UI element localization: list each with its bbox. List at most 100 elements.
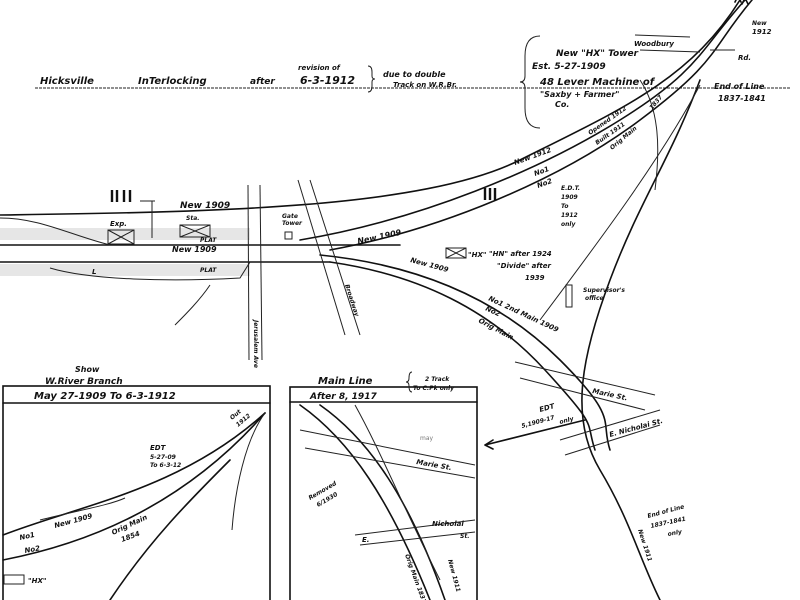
- label-edt: EDT: [538, 402, 556, 414]
- title-subject: InTerlocking: [138, 76, 207, 87]
- edt-5: only: [561, 221, 576, 228]
- inset-branch-frame: [2, 385, 271, 600]
- track-no1: [299, 0, 746, 241]
- supervisor-office-icon: [565, 284, 573, 308]
- inset-branch-period: May 27-1909 To 6-3-1912: [34, 391, 176, 402]
- inset-branch-edt-2: 5-27-09: [150, 454, 176, 461]
- inset-main-note-1: 2 Track: [425, 376, 450, 383]
- edt-1: E.D.T.: [561, 185, 580, 192]
- title-reason-1: due to double: [383, 70, 446, 79]
- label-plat-upper: PLAT: [200, 237, 217, 244]
- spur: [174, 284, 211, 326]
- arrow-icon: [734, 0, 749, 5]
- road-woodbury: [639, 49, 701, 53]
- inset-main-frame: [289, 386, 478, 600]
- title-reason-2: Track on W.R.Br.: [393, 81, 457, 89]
- tower-note-2: Est. 5-27-1909: [532, 62, 606, 72]
- brace: [519, 35, 541, 129]
- label-edt-years: 5,1909-17: [521, 414, 556, 430]
- street-jerusalem: [247, 184, 250, 361]
- tower-note-1: New "HX" Tower: [556, 49, 639, 59]
- track-spur: [539, 84, 701, 321]
- siding: [0, 217, 111, 246]
- label-office: office: [585, 295, 604, 302]
- label-new-1909: New 1909: [409, 256, 449, 274]
- inset-branch-edt-1: EDT: [150, 444, 167, 452]
- inset-main-orig: Orig Main 1837: [403, 553, 428, 600]
- inset-track-stub: [231, 412, 266, 531]
- label-gate: Gate: [282, 213, 298, 220]
- inset-track-2: [319, 404, 446, 600]
- label-no2: No2: [536, 177, 553, 190]
- road-woodbury: [634, 34, 691, 38]
- inset-branch-no1: No1: [19, 531, 36, 542]
- street-marie: [514, 361, 656, 396]
- label-broadway: Broadway: [343, 283, 360, 318]
- inset-track-no2: [2, 412, 266, 561]
- street-broadway: [297, 179, 346, 336]
- inset-branch-show: Show: [75, 365, 100, 374]
- inset-branch-hx: "HX": [28, 577, 47, 585]
- label-new: New: [752, 20, 767, 27]
- track-new-1909-branch: [319, 254, 611, 451]
- inset-track-orig: [109, 459, 231, 600]
- inset-main-title: Main Line: [318, 376, 373, 387]
- inset-main-e: E.: [362, 536, 369, 544]
- label-supervisor: Supervisor's: [583, 287, 625, 294]
- label-rd: Rd.: [738, 54, 751, 62]
- label-edt-only: only: [559, 415, 576, 426]
- label-l: L: [92, 268, 96, 276]
- label-end-of-line: End of Line: [714, 82, 765, 91]
- label-orig-main-lower: Orig Main: [477, 317, 515, 342]
- label-end-only: only: [667, 528, 683, 538]
- title-after: after: [250, 77, 275, 87]
- label-station-new: New 1909: [180, 201, 230, 211]
- tower-note-5: Co.: [555, 100, 569, 109]
- label-divide-year: 1939: [525, 274, 545, 282]
- tower-hx-icon: [3, 574, 25, 585]
- inset-track-3: [354, 404, 441, 581]
- inset-street-nicholai: [354, 519, 476, 536]
- station-building-icon: [179, 224, 211, 238]
- tower-note-4: "Saxby + Farmer": [540, 90, 619, 99]
- inset-main-faint-note: may: [420, 435, 434, 442]
- inset-main-nicholai: Nicholai: [432, 520, 464, 528]
- brace: [367, 65, 376, 93]
- label-new-1909-track: New 1909: [172, 245, 217, 254]
- label-end-years: 1837-1841: [718, 94, 766, 103]
- inset-main-note-2: To C.Pk only: [413, 385, 455, 392]
- inset-branch-edt-3: To 6-3-12: [150, 462, 181, 469]
- label-exp: Exp.: [110, 220, 127, 228]
- label-jerusalem: Jerusalem Ave: [252, 319, 259, 368]
- street-broadway: [309, 179, 361, 336]
- tower-hx-icon: [445, 247, 467, 259]
- label-divide-after: "Divide" after: [497, 262, 552, 270]
- platform-loop: [49, 261, 251, 281]
- title-place: Hicksville: [40, 76, 94, 87]
- inset-track-no1: [2, 412, 266, 536]
- platform-shade: [0, 264, 250, 276]
- track-no2: [329, 0, 753, 251]
- inset-branch-new1909: New 1909: [53, 512, 93, 530]
- label-plat-lower: PLAT: [200, 267, 217, 274]
- label-hx: "HX": [468, 251, 487, 259]
- label-new-1911: New 1911: [636, 528, 653, 562]
- street-jerusalem: [259, 184, 263, 361]
- inset-track-1: [299, 404, 431, 600]
- inset-branch-title: W.River Branch: [45, 377, 123, 387]
- track-new-1912: [0, 0, 741, 216]
- track-orig-main-branch: [329, 261, 596, 451]
- label-tower: Tower: [282, 220, 303, 227]
- signal-icon: [483, 188, 497, 200]
- gate-tower-icon: [284, 231, 293, 240]
- edt-2: 1909: [561, 194, 578, 201]
- title-revision: revision of: [298, 64, 341, 72]
- inset-main-marie: Marie St.: [416, 458, 453, 472]
- track-stub: [639, 79, 659, 191]
- label-marie: Marie St.: [592, 387, 629, 402]
- inset-main-after: After 8, 1917: [309, 392, 377, 402]
- arrow-icon: [484, 419, 586, 450]
- tower-note-3: 48 Lever Machine of: [539, 77, 656, 88]
- inset-main-st: St.: [460, 533, 469, 540]
